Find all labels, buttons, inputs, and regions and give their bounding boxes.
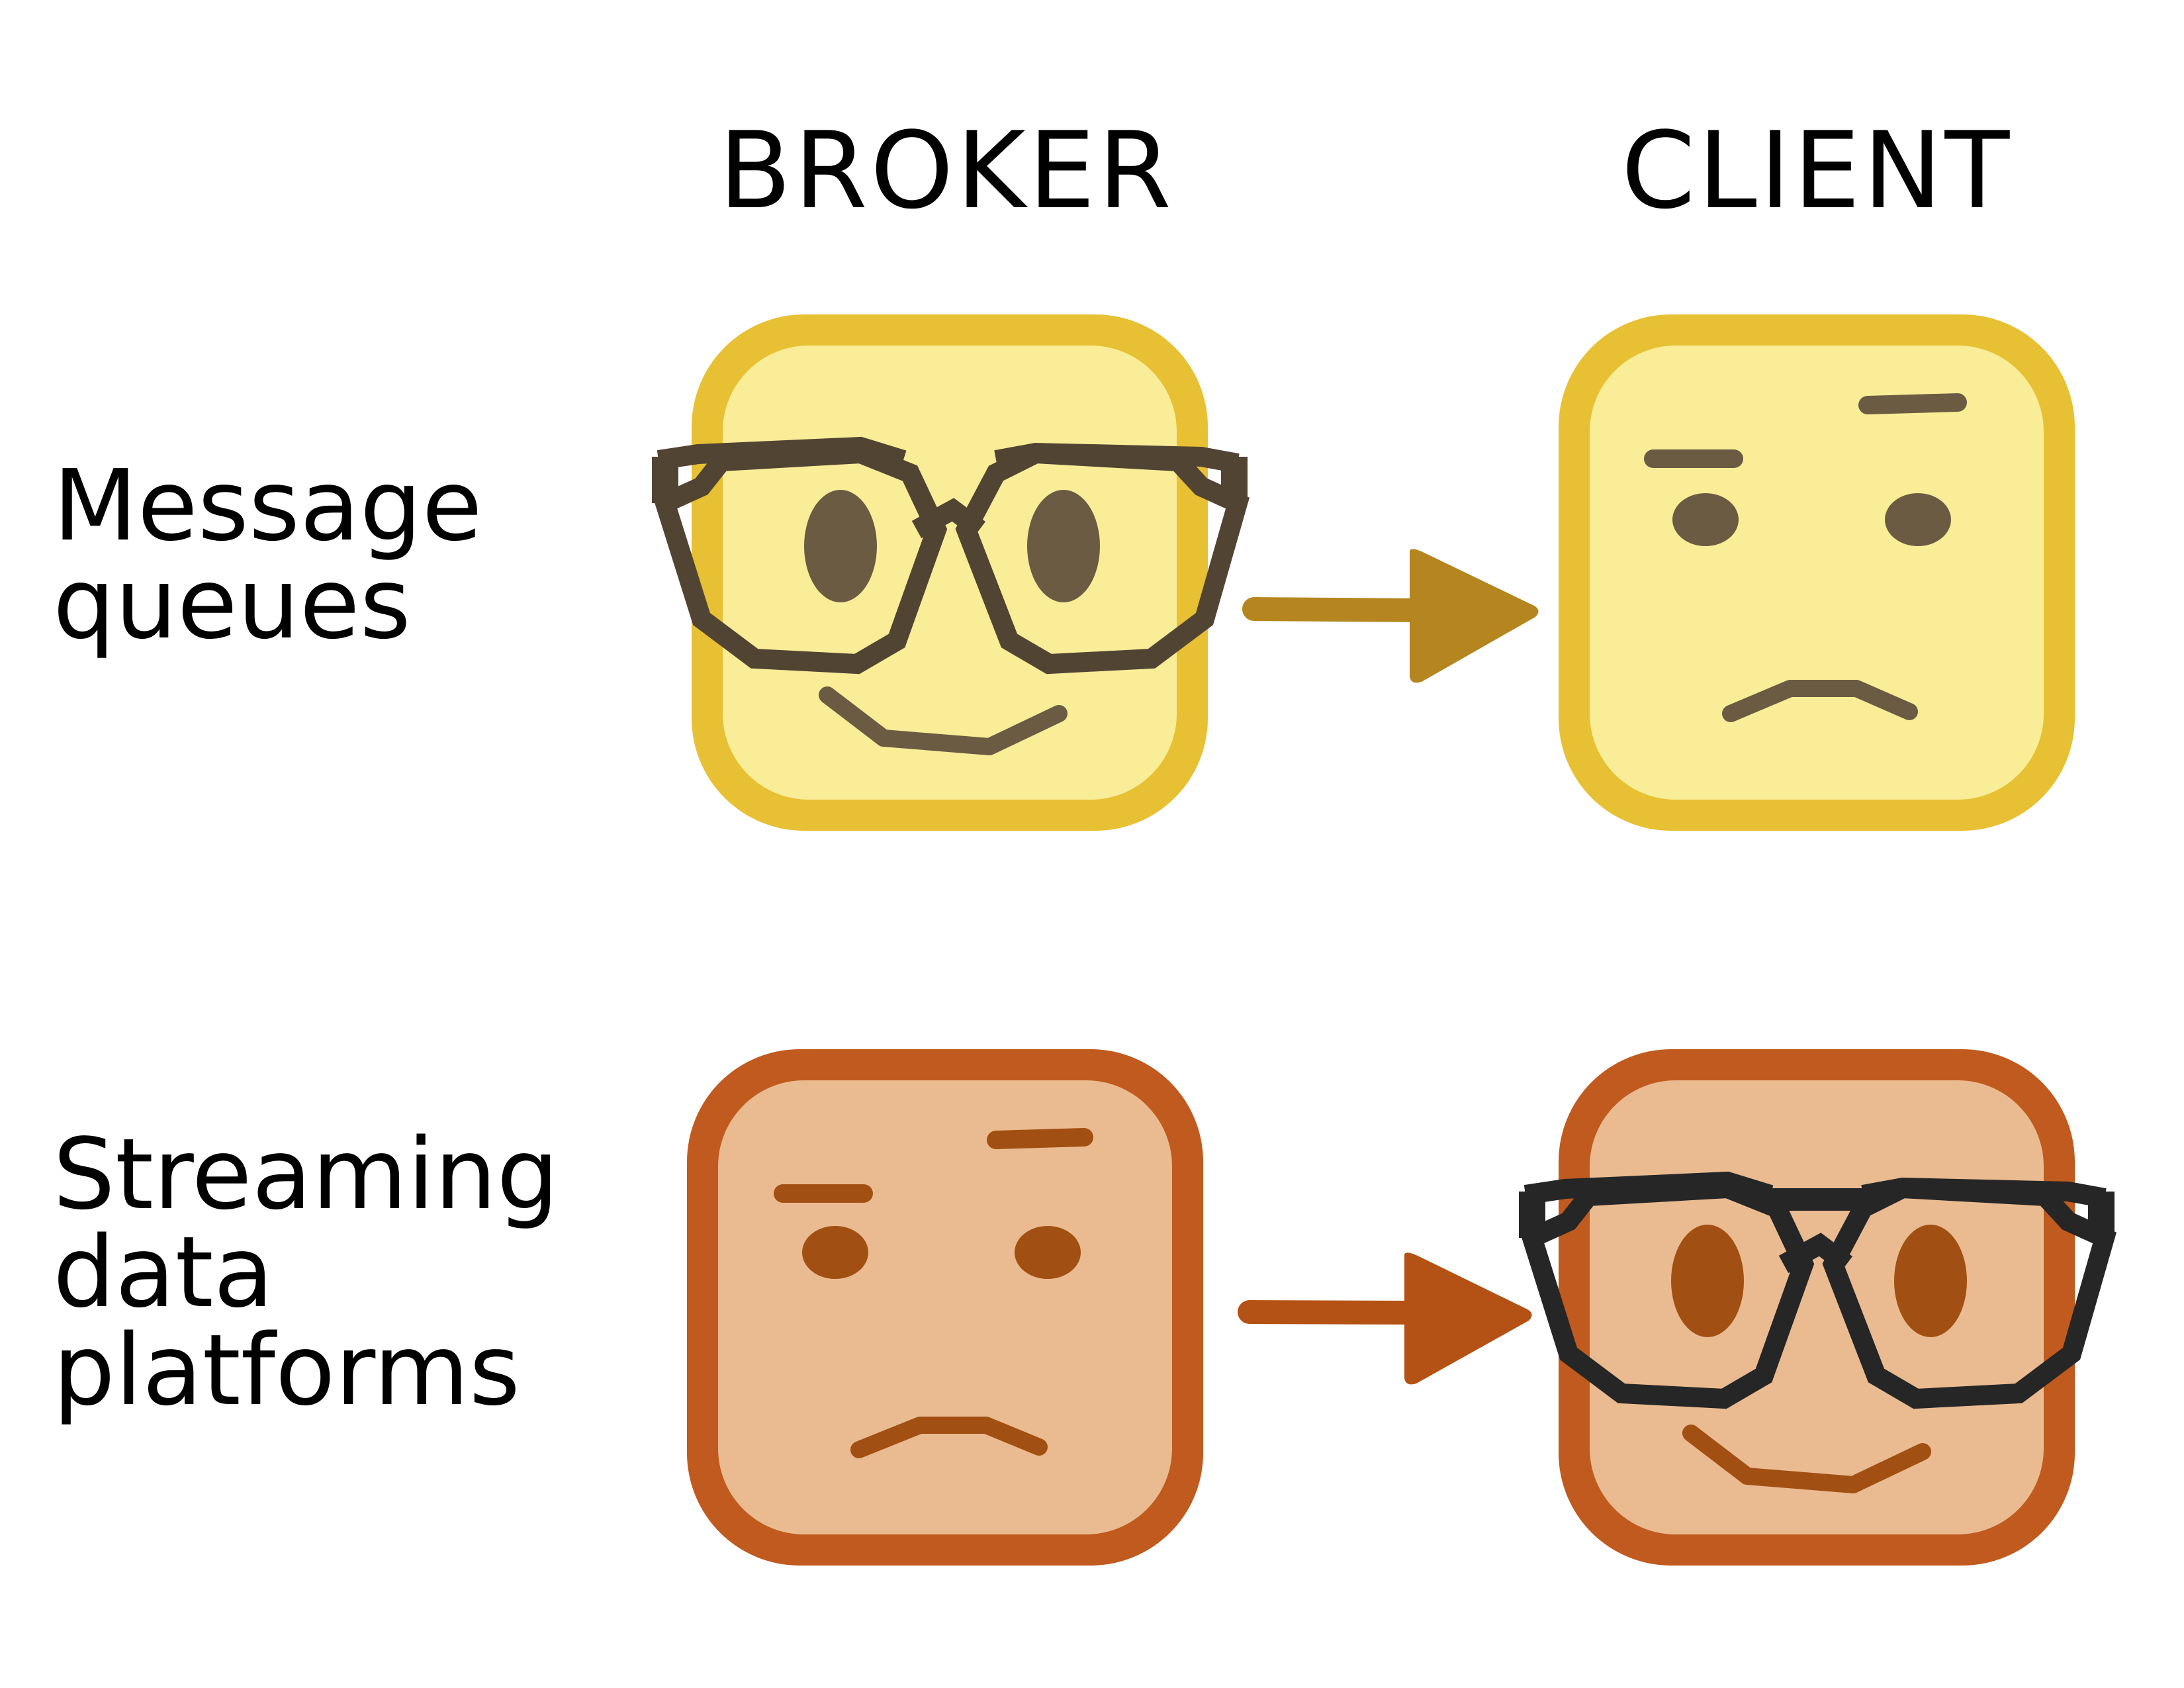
right-eyebrow — [1858, 393, 1967, 414]
right-eyebrow — [987, 1128, 1093, 1149]
row-label-streaming-data-platforms: Streaming data platforms — [53, 1125, 559, 1419]
right-eye-icon — [1015, 1226, 1081, 1279]
broker-face-streaming-data-platforms — [687, 1049, 1203, 1566]
face-fill — [1590, 346, 2044, 800]
broker-face-message-queues — [652, 314, 1250, 831]
right-eye-icon — [1894, 1225, 1967, 1337]
row-label-line: Streaming — [53, 1117, 559, 1231]
left-eye-icon — [1671, 1225, 1744, 1337]
glasses-hinge-right — [2088, 1192, 2115, 1238]
row-label-line: queues — [53, 547, 411, 661]
left-eye-icon — [802, 1226, 868, 1279]
right-eye-icon — [1027, 490, 1100, 602]
face-fill — [723, 346, 1177, 800]
arrow-icon-message-queues — [1242, 549, 1539, 683]
client-face-streaming-data-platforms — [1519, 1049, 2116, 1566]
arrow-icon-streaming-data-platforms — [1238, 1252, 1532, 1385]
client-column-header: CLIENT — [1621, 109, 2013, 232]
smirk-mouth — [1682, 1425, 1931, 1493]
client-face-message-queues — [1559, 314, 2075, 831]
left-eye-icon — [1672, 493, 1739, 546]
frown-mouth — [850, 1417, 1048, 1458]
row-label-line: data — [53, 1215, 274, 1329]
row-label-message-queues: Message queues — [53, 457, 482, 653]
row-label-line: platforms — [53, 1313, 520, 1427]
left-eye-icon — [804, 490, 877, 602]
glasses-hinge-right — [1221, 457, 1248, 503]
row-label-line: Message — [53, 449, 482, 563]
smirk-mouth — [819, 686, 1068, 755]
glasses-icon — [653, 436, 1250, 675]
frown-mouth — [1722, 680, 1918, 722]
face-fill — [718, 1080, 1172, 1534]
broker-column-header: BROKER — [718, 109, 1175, 232]
glasses-hinge-left — [652, 457, 678, 503]
right-eye-icon — [1885, 493, 1951, 546]
face-fill — [1590, 1080, 2044, 1534]
glasses-hinge-left — [1519, 1192, 1545, 1238]
